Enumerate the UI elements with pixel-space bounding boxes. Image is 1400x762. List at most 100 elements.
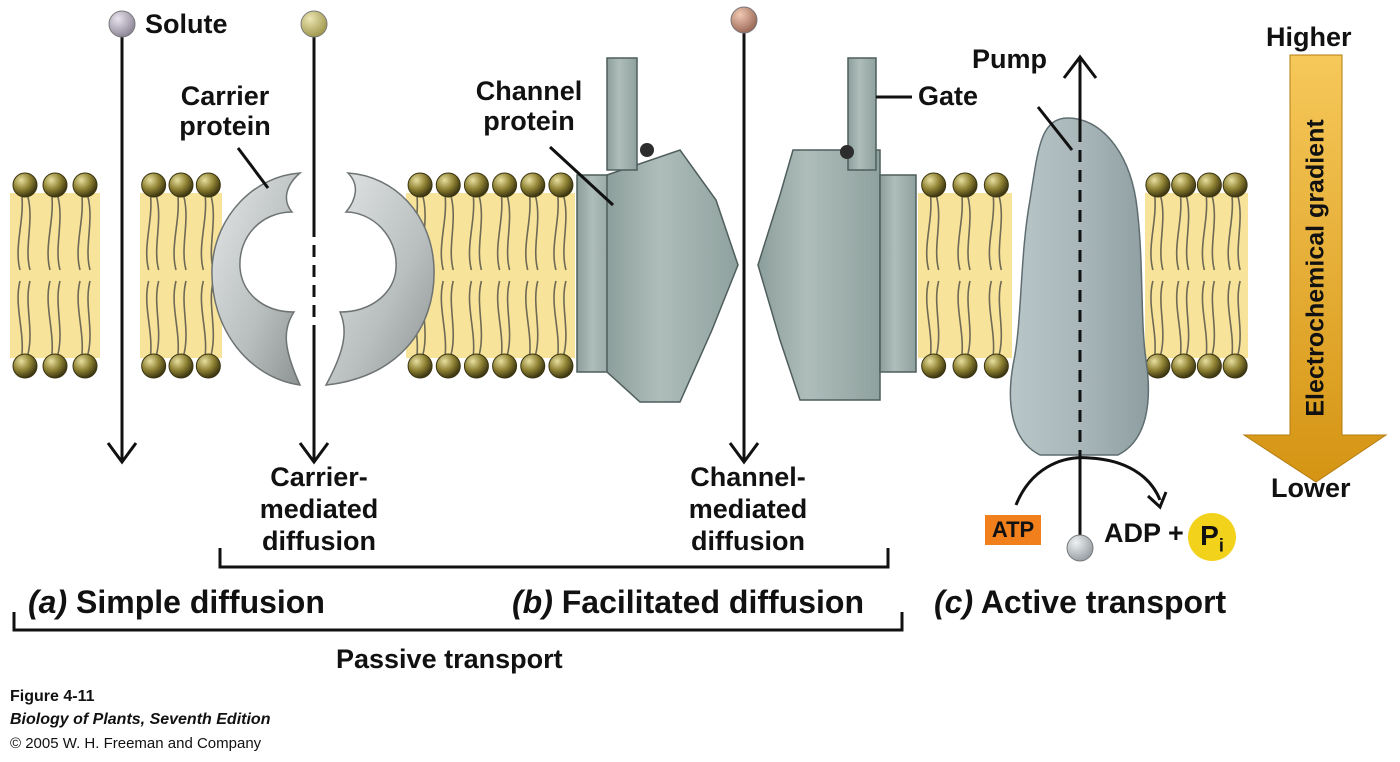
pump-protein (1009, 117, 1150, 456)
lipid-tail (925, 196, 932, 271)
lipid-tail (145, 280, 152, 355)
lipid-tail (47, 196, 54, 271)
lipid-tail (183, 280, 187, 355)
lipid-tail (440, 280, 447, 355)
lipid-tail (1227, 196, 1234, 271)
lipid-head (1171, 353, 1197, 379)
bilayer-core (10, 193, 100, 358)
solute-path-channel (728, 6, 760, 465)
lipid-tail (47, 280, 54, 355)
channel-protein-label: Channel protein (462, 78, 596, 135)
figure-number: Figure 4-11 (10, 688, 95, 705)
section-b-text: Facilitated diffusion (561, 584, 864, 620)
channel-mediated-label: Channel- mediated diffusion (673, 462, 823, 558)
lipid-head (952, 172, 978, 198)
lipid-tail (155, 196, 160, 271)
lipid-tail (1185, 280, 1190, 355)
solute-molecule-c (730, 6, 758, 34)
lipid-tail (1201, 196, 1208, 271)
lipid-bilayer (10, 172, 1248, 379)
electrochemical-gradient-arrow (1242, 54, 1388, 483)
lipid-head (1171, 172, 1197, 198)
section-b-prefix: (b) (512, 584, 553, 620)
lipid-tail (478, 280, 483, 355)
lipid-tail (506, 280, 511, 355)
lower-label: Lower (1271, 473, 1351, 503)
solute-path-simple (106, 10, 138, 465)
lipid-head (520, 172, 546, 198)
channel-leader-line (548, 145, 615, 207)
bilayer-core (1145, 193, 1248, 358)
lipid-tail (1175, 280, 1182, 355)
lipid-tail (1175, 196, 1182, 271)
lipid-head (463, 172, 489, 198)
lipid-tail (988, 280, 995, 355)
lipid-tail (925, 280, 932, 355)
lipid-head (407, 172, 433, 198)
gate-hinge-right (840, 145, 854, 159)
lipid-tail (563, 196, 567, 271)
solute-path-carrier (298, 10, 330, 465)
lipid-head (1222, 172, 1248, 198)
section-a-text: Simple diffusion (76, 584, 325, 620)
section-c-title: (c) Active transport (934, 586, 1226, 618)
pi-sub: i (1218, 535, 1224, 556)
lipid-head (921, 172, 947, 198)
lipid-tail (468, 280, 475, 355)
lipid-tail (27, 280, 31, 355)
lipid-head (520, 353, 546, 379)
lipid-head (42, 353, 68, 379)
carrier-protein (211, 172, 435, 386)
lipid-tail (450, 280, 455, 355)
copyright: © 2005 W. H. Freeman and Company (10, 735, 262, 752)
lipid-head (195, 353, 221, 379)
lipid-head (548, 172, 574, 198)
bilayer-core (140, 193, 222, 358)
carrier-protein-line2: protein (179, 111, 271, 141)
lipid-head (12, 353, 38, 379)
lipid-tail (77, 196, 84, 271)
lipid-tail (200, 280, 207, 355)
lipid-head (72, 353, 98, 379)
lipid-tail (450, 196, 455, 271)
section-c-prefix: (c) (934, 584, 974, 620)
carrier-protein-label: Carrier protein (170, 83, 280, 140)
book-title: Biology of Plants, Seventh Edition (10, 711, 271, 728)
lipid-head (1196, 353, 1222, 379)
lipid-tail (998, 280, 1003, 355)
lipid-tail (183, 196, 187, 271)
lipid-head (435, 353, 461, 379)
lipid-tail (957, 280, 964, 355)
lipid-tail (998, 196, 1003, 271)
carrier-leader-line (236, 147, 270, 189)
lipid-tail (1237, 196, 1241, 271)
lipid-tail (988, 196, 995, 271)
lipid-tail (553, 196, 559, 271)
lipid-head (141, 353, 167, 379)
pump-label: Pump (972, 44, 1048, 74)
lipid-head (12, 172, 38, 198)
lipid-tail (496, 280, 503, 355)
lipid-tail (145, 196, 152, 271)
lipid-head (195, 172, 221, 198)
lipid-tail (563, 280, 567, 355)
lipid-tail (1211, 196, 1216, 271)
lipid-head (548, 353, 574, 379)
lipid-tail (27, 196, 31, 271)
channel-protein-line1: Channel (475, 76, 583, 106)
channel-mediated-line2: mediated (688, 493, 808, 524)
lipid-tail (534, 196, 539, 271)
lipid-tail (440, 196, 447, 271)
carrier-mediated-line2: mediated (259, 493, 379, 524)
gate-label: Gate (918, 81, 979, 111)
solute-molecule-b (300, 10, 328, 38)
lipid-tail (478, 196, 483, 271)
lipid-head (1145, 172, 1171, 198)
lipid-tail (1201, 280, 1208, 355)
lipid-tail (87, 196, 91, 271)
phosphate-badge: Pi (1188, 513, 1236, 561)
lipid-tail (1211, 280, 1216, 355)
gate-hinge-left (640, 143, 654, 157)
